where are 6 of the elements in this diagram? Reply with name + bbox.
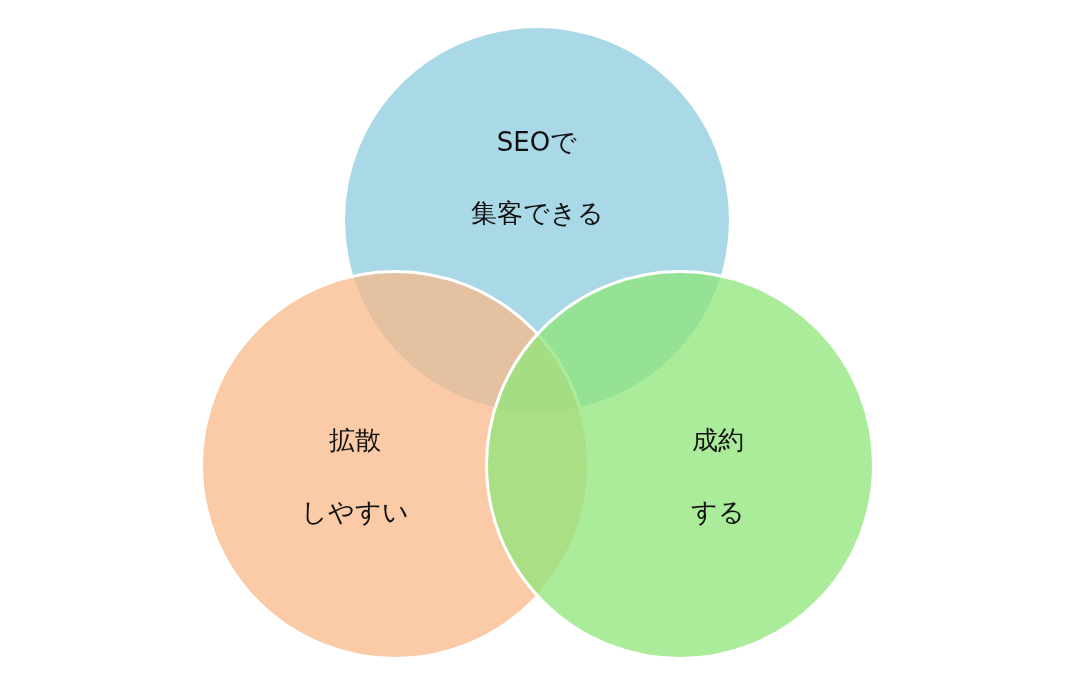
circle-label: する xyxy=(691,495,745,529)
circle-label: 集客できる xyxy=(470,196,604,230)
circle-label: SEOで xyxy=(496,125,578,159)
circle-label: しやすい xyxy=(301,495,409,529)
circle-label: 成約 xyxy=(692,423,744,457)
circle-label: 拡散 xyxy=(329,423,381,457)
